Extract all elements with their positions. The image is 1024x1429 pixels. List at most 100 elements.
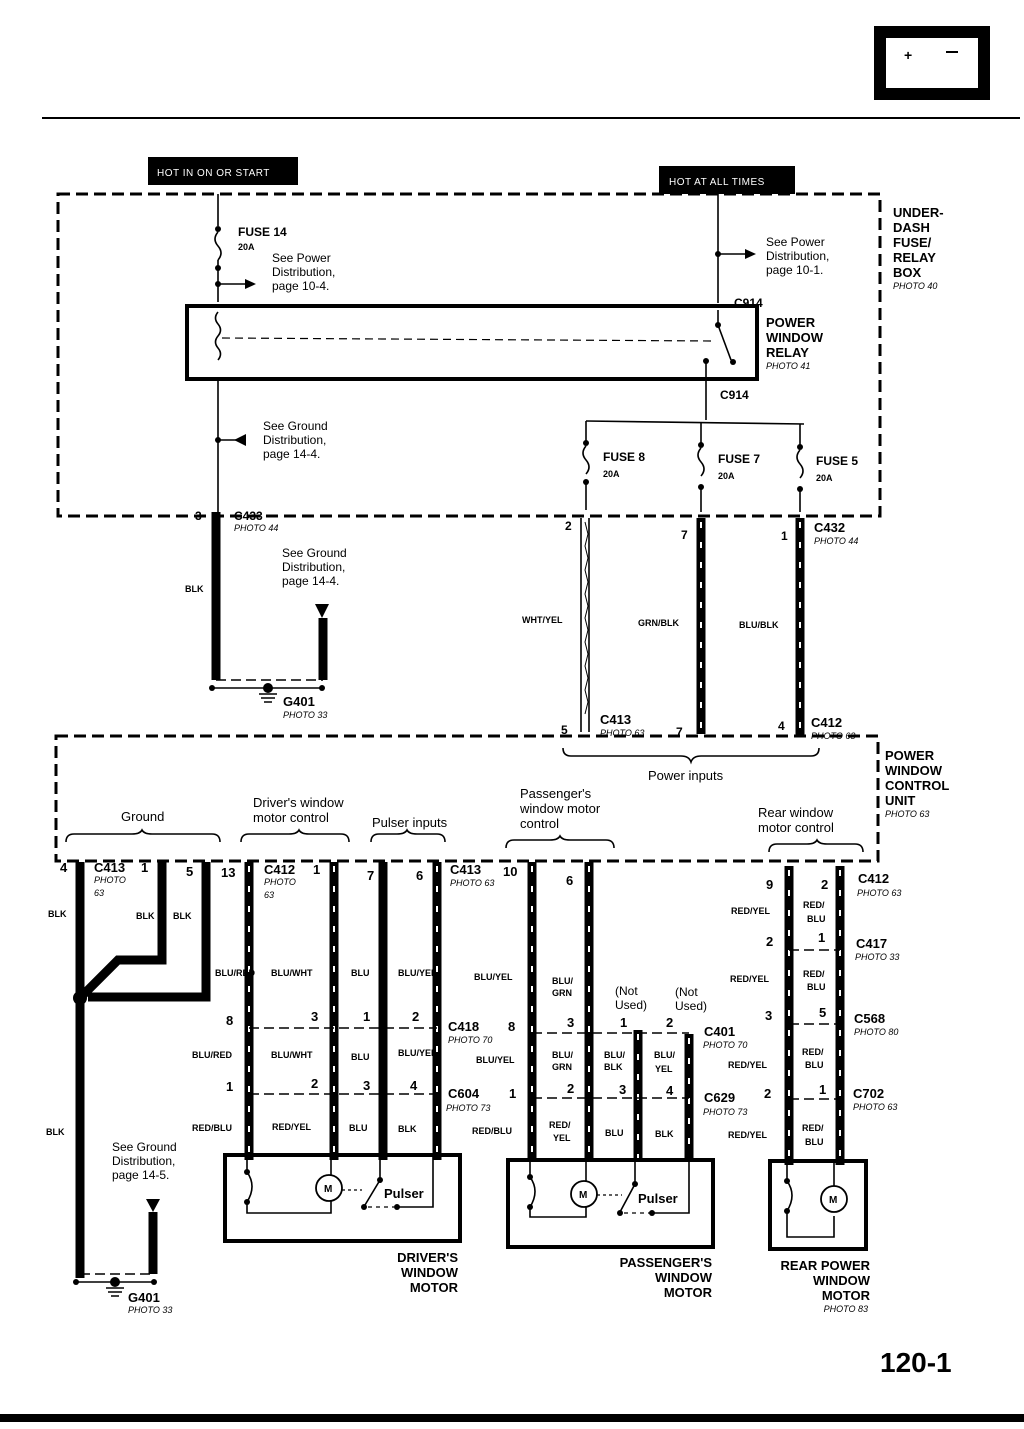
svg-text:1: 1 — [141, 860, 148, 875]
svg-text:GRN: GRN — [552, 1062, 572, 1072]
arrow-right-icon — [245, 279, 256, 289]
c412-right-label: C412 — [858, 871, 889, 886]
c568-label: C568 — [854, 1011, 885, 1026]
svg-text:RED/: RED/ — [549, 1120, 571, 1130]
svg-text:M: M — [324, 1184, 332, 1195]
svg-text:window motor: window motor — [519, 801, 601, 816]
svg-text:Used): Used) — [675, 999, 707, 1013]
svg-text:BLK: BLK — [46, 1127, 65, 1137]
svg-text:MOTOR: MOTOR — [664, 1285, 713, 1300]
svg-text:page 14-4.: page 14-4. — [282, 574, 339, 588]
rear-window-motor-title: REAR POWER WINDOW MOTOR PHOTO 83 — [780, 1258, 870, 1314]
svg-text:BLU/YEL: BLU/YEL — [474, 972, 513, 982]
c412-upper-label: C412 — [811, 715, 842, 730]
svg-text:3: 3 — [311, 1009, 318, 1024]
svg-text:POWER: POWER — [766, 315, 816, 330]
svg-text:YEL: YEL — [655, 1064, 673, 1074]
svg-text:RED/: RED/ — [802, 1047, 824, 1057]
passengers-motor-icon — [570, 1180, 598, 1208]
svg-text:3: 3 — [363, 1078, 370, 1093]
svg-text:63: 63 — [264, 890, 274, 900]
relay-title: POWER WINDOW RELAY PHOTO 41 — [766, 315, 824, 371]
svg-text:RELAY: RELAY — [893, 250, 936, 265]
passengers-group-label: Passenger's — [520, 786, 592, 801]
svg-text:+: + — [904, 47, 912, 63]
svg-text:UNIT: UNIT — [885, 793, 915, 808]
svg-text:WINDOW: WINDOW — [813, 1273, 871, 1288]
fuse-14-rating: 20A — [238, 242, 255, 252]
svg-text:UNDER-: UNDER- — [893, 205, 944, 220]
drivers-window-motor-box — [223, 1153, 462, 1243]
svg-text:PHOTO 33: PHOTO 33 — [855, 952, 899, 962]
pulser-brace — [370, 828, 446, 843]
under-dash-fuse-box-outline — [56, 192, 882, 518]
svg-text:REAR POWER: REAR POWER — [780, 1258, 870, 1273]
svg-text:2: 2 — [311, 1076, 318, 1091]
svg-text:5: 5 — [561, 723, 568, 737]
svg-text:2: 2 — [821, 877, 828, 892]
svg-text:FUSE/: FUSE/ — [893, 235, 932, 250]
power-inputs-label: Power inputs — [648, 768, 724, 783]
svg-text:63: 63 — [94, 888, 104, 898]
passenger-wires — [527, 862, 694, 1162]
svg-text:BLU: BLU — [805, 1060, 824, 1070]
svg-text:BLU: BLU — [351, 1052, 370, 1062]
relay-switch-icon — [717, 324, 732, 361]
c432-label: C432 — [814, 520, 845, 535]
svg-text:page 14-4.: page 14-4. — [263, 447, 320, 461]
ground-group-label: Ground — [121, 809, 164, 824]
svg-text:RED/YEL: RED/YEL — [731, 906, 771, 916]
fuse-5: FUSE 5 20A — [796, 424, 858, 512]
hot-in-on-or-start-label: HOT IN ON OR START — [148, 157, 298, 185]
svg-text:DASH: DASH — [893, 220, 930, 235]
svg-text:BLU/YEL: BLU/YEL — [398, 1048, 437, 1058]
svg-text:PHOTO 63: PHOTO 63 — [885, 809, 929, 819]
fuse-7: FUSE 7 20A — [697, 422, 760, 512]
svg-text:2: 2 — [565, 519, 572, 533]
svg-text:motor control: motor control — [253, 810, 329, 825]
relay-coil-icon — [214, 311, 222, 361]
passengers-motor-internals: M Pulser — [527, 1160, 690, 1218]
svg-text:WHT/YEL: WHT/YEL — [522, 615, 563, 625]
see-power-distribution-10-1: See Power Distribution, page 10-1. — [766, 235, 829, 277]
svg-text:RED/YEL: RED/YEL — [728, 1130, 768, 1140]
see-ground-distribution-14-5: See Ground Distribution, page 14-5. — [112, 1140, 177, 1182]
svg-text:RED/BLU: RED/BLU — [192, 1123, 232, 1133]
drivers-window-motor-title: DRIVER'S WINDOW MOTOR — [397, 1250, 459, 1295]
svg-text:See Power: See Power — [272, 251, 331, 265]
c433-label: C433 — [234, 509, 263, 523]
wire-wht-yel — [580, 518, 590, 732]
svg-text:3: 3 — [567, 1015, 574, 1030]
svg-text:1: 1 — [226, 1079, 233, 1094]
svg-text:5: 5 — [819, 1005, 826, 1020]
svg-text:BLU/WHT: BLU/WHT — [271, 1050, 313, 1060]
svg-text:1: 1 — [509, 1086, 516, 1101]
hot-in-on-or-start-text: HOT IN ON OR START — [157, 168, 270, 179]
control-unit-title: POWER WINDOW CONTROL UNIT PHOTO 63 — [885, 748, 949, 819]
drivers-pulser-label: Pulser — [384, 1186, 424, 1201]
battery-icon: + — [874, 26, 990, 100]
see-ground-distribution-14-4-upper: See Ground Distribution, page 14-4. — [263, 419, 328, 461]
svg-text:DRIVER'S: DRIVER'S — [397, 1250, 458, 1265]
svg-text:1: 1 — [313, 862, 320, 877]
svg-text:WINDOW: WINDOW — [766, 330, 824, 345]
svg-text:PHOTO 63: PHOTO 63 — [600, 728, 644, 738]
power-inputs-brace — [562, 747, 820, 765]
ground-brace — [65, 828, 221, 843]
page-number: 120-1 — [880, 1347, 952, 1378]
fuse-14-icon — [214, 231, 222, 261]
svg-text:Used): Used) — [615, 998, 647, 1012]
svg-text:motor control: motor control — [758, 820, 834, 835]
svg-text:BLK: BLK — [655, 1129, 674, 1139]
wire-blk-ground-5 — [88, 862, 211, 1002]
g401-upper-label: G401 — [283, 694, 315, 709]
svg-text:3: 3 — [195, 509, 202, 523]
svg-text:6: 6 — [566, 873, 573, 888]
svg-text:RED/: RED/ — [802, 1123, 824, 1133]
power-window-relay-box — [185, 304, 759, 381]
svg-text:1: 1 — [818, 930, 825, 945]
svg-text:page 14-5.: page 14-5. — [112, 1168, 169, 1182]
ground-icon — [106, 1277, 124, 1297]
drivers-motor-internals: M Pulser — [244, 1155, 434, 1214]
